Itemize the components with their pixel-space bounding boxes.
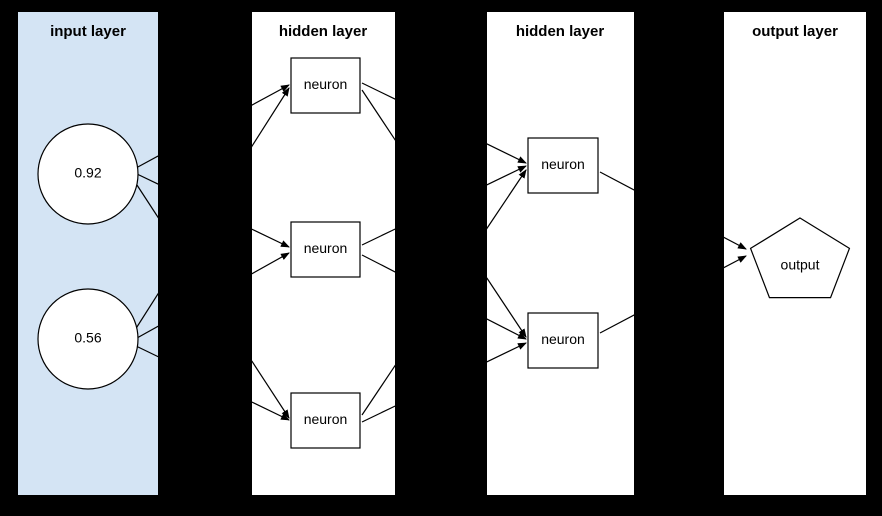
edge-hidden1-node-2-to-hidden2-node-1 xyxy=(361,228,395,246)
edge-segment xyxy=(252,228,290,248)
edge-input-node-2-to-hidden1-node-3 xyxy=(252,401,290,421)
edge-hidden1-node-1-to-hidden2-node-2 xyxy=(361,89,395,141)
title-hidden-layer-1: hidden layer xyxy=(279,23,368,40)
edge-segment xyxy=(252,252,290,275)
node-shape-hidden1-node-1[interactable] xyxy=(290,57,361,114)
edge-segment xyxy=(487,143,527,164)
edge-hidden1-node-3-to-hidden2-node-1 xyxy=(487,169,527,230)
connection-edges xyxy=(134,82,747,423)
edge-hidden1-node-2-to-hidden2-node-2 xyxy=(361,254,395,273)
title-hidden-layer-2: hidden layer xyxy=(516,23,605,40)
edge-input-node-1-to-hidden1-node-2 xyxy=(252,228,290,248)
layer-nodes: 0.92 0.56 neuron neuron neuron neuron neuron ou… xyxy=(37,57,851,449)
edge-segment xyxy=(361,82,395,100)
edge-hidden1-node-2-to-hidden2-node-2 xyxy=(487,318,527,340)
edge-segment xyxy=(252,84,290,106)
edge-segment xyxy=(487,318,527,340)
edge-hidden1-node-1-to-hidden2-node-2 xyxy=(487,277,527,338)
edge-segment xyxy=(361,254,395,273)
layer-panels xyxy=(18,12,866,495)
edge-hidden1-node-1-to-hidden2-node-1 xyxy=(487,143,527,164)
edge-segment xyxy=(487,277,527,338)
node-label-output-node-1: output xyxy=(781,257,820,273)
panel-hidden-layer-2 xyxy=(487,12,634,495)
node-shape-hidden2-node-2[interactable] xyxy=(527,312,599,369)
title-output-layer: output layer xyxy=(752,23,838,40)
node-label-hidden2-node-1: neuron xyxy=(541,156,585,172)
edge-hidden2-node-2-to-output-node-1 xyxy=(599,314,634,334)
node-shape-output-node-1[interactable] xyxy=(749,217,851,299)
node-shape-input-node-2[interactable] xyxy=(37,288,139,390)
edge-segment xyxy=(487,165,527,186)
edge-segment xyxy=(252,401,290,421)
edge-hidden2-node-1-to-output-node-1 xyxy=(599,171,634,191)
edge-input-node-2-to-hidden1-node-1 xyxy=(252,87,290,148)
edge-segment xyxy=(599,314,634,334)
edge-segment xyxy=(361,364,395,416)
node-label-hidden2-node-2: neuron xyxy=(541,331,585,347)
node-shape-hidden1-node-3[interactable] xyxy=(290,392,361,449)
edge-input-node-1-to-hidden1-node-3 xyxy=(252,360,290,419)
node-label-input-node-2: 0.56 xyxy=(74,330,101,346)
edge-segment xyxy=(487,342,527,363)
node-shape-hidden2-node-1[interactable] xyxy=(527,137,599,194)
node-label-input-node-1: 0.92 xyxy=(74,165,101,181)
layer-titles: input layer hidden layer hidden layer outpu… xyxy=(50,23,838,40)
node-label-hidden1-node-2: neuron xyxy=(304,240,348,256)
edge-hidden1-node-3-to-hidden2-node-2 xyxy=(361,405,395,423)
edge-hidden1-node-1-to-hidden2-node-1 xyxy=(361,82,395,100)
edge-segment xyxy=(361,405,395,423)
node-shape-input-node-1[interactable] xyxy=(37,123,139,225)
node-label-hidden1-node-1: neuron xyxy=(304,76,348,92)
edge-hidden1-node-2-to-hidden2-node-1 xyxy=(487,165,527,186)
panel-input-layer xyxy=(18,12,158,495)
edge-segment xyxy=(599,171,634,191)
edge-input-node-2-to-hidden1-node-2 xyxy=(252,252,290,275)
edge-input-node-1-to-hidden1-node-1 xyxy=(252,84,290,106)
edge-hidden1-node-3-to-hidden2-node-2 xyxy=(487,342,527,363)
node-shape-hidden1-node-2[interactable] xyxy=(290,221,361,278)
title-input-layer: input layer xyxy=(50,23,126,40)
edge-segment xyxy=(252,87,290,148)
edge-hidden1-node-3-to-hidden2-node-1 xyxy=(361,364,395,416)
node-label-hidden1-node-3: neuron xyxy=(304,411,348,427)
edge-segment xyxy=(487,169,527,230)
edge-segment xyxy=(252,360,290,419)
edge-segment xyxy=(361,228,395,246)
edge-segment xyxy=(361,89,395,141)
